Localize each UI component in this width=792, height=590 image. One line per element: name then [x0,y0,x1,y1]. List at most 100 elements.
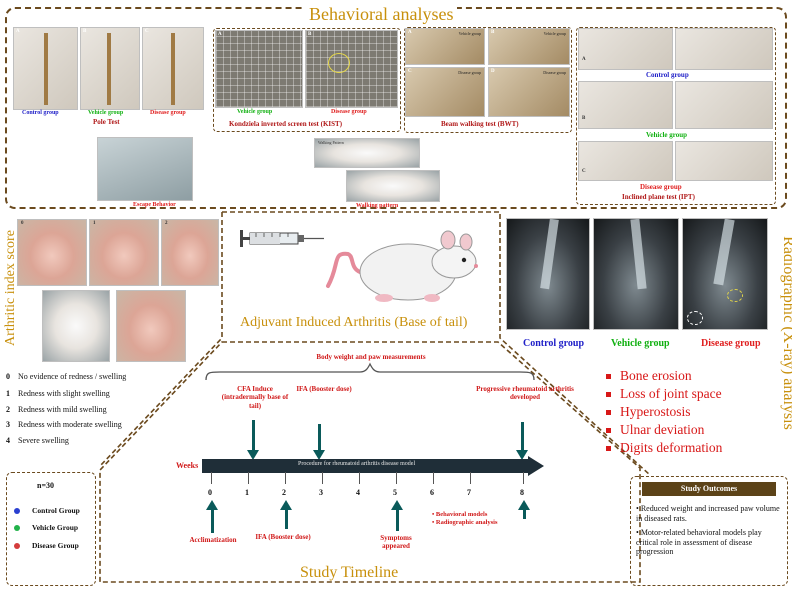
bwt-panel [404,27,572,133]
escape-behavior-caption: Escape Behavior [133,202,176,208]
ipt-vehicle-label: Vehicle group [646,131,688,139]
week-tick: 0 [208,488,212,497]
event-ifa-top: IFA (Booster dose) [296,385,352,393]
kist-photo-a: A [215,30,303,108]
dot-icon [14,543,20,550]
ipt-photo-a1: A [578,28,673,70]
arrow-up-icon [391,500,403,510]
kist-photo-b: B [305,30,398,108]
legend-n: n=30 [37,481,55,490]
kist-vehicle-label: Vehicle group [237,109,273,115]
timeline-title: Study Timeline [300,564,399,581]
xray-finding: Bone erosion [606,368,692,384]
event-cfa-induce: CFA Induce (intradermally base of tail) [221,385,289,410]
arthritic-photo-1: 1 [89,219,159,286]
bracket-label: Body weight and paw measurements [316,353,426,361]
arrow-down-icon [313,450,325,460]
bwt-photo-d: D Disease group [488,67,570,117]
arthritic-photo-0: 0 [17,219,87,286]
week-tick: 8 [520,488,524,497]
pole-test-photo-a: A [13,27,78,110]
radiographic-title: Radiographic (X-ray) analysis [780,236,792,430]
bracket-icon [205,362,535,381]
week-tick: 1 [245,488,249,497]
walking-pattern-photo-2 [346,170,440,202]
xray-control-label: Control group [523,338,585,349]
dot-icon [14,525,20,532]
walking-pattern-photo-1: Walking Pattern [314,138,420,168]
kist-panel [213,28,401,132]
pole-test-photo-c: C [142,27,204,110]
timeline-bar-label: Procedure for rheumatoid arthritis disea… [298,461,416,467]
escape-behavior-photo [97,137,193,201]
ipt-photo-c2 [675,141,773,181]
week-tick: 7 [467,488,471,497]
bwt-photo-b: B Vehicle group [488,28,570,65]
event-symptoms: Symptoms appeared [380,534,412,551]
xray-photo-disease [682,218,768,330]
week-tick: 2 [282,488,286,497]
behavioral-title: Behavioral analyses [305,4,458,25]
legend-panel [6,472,96,586]
outcomes-title: Study Outcomes [642,482,776,496]
event-behavioral-models: • Behavioral models • Radiographic analy… [432,511,498,526]
kist-title: Kondziela inverted screen test (KIST) [229,120,343,128]
ipt-panel [576,27,776,205]
arrow-up-icon [206,500,218,510]
week-tick: 5 [393,488,397,497]
ipt-photo-a2 [675,28,773,70]
week-tick: 4 [356,488,360,497]
arthritic-photo-2: 2 [161,219,219,286]
induction-title: Adjuvant Induced Arthritis (Base of tail… [240,315,468,330]
ipt-photo-b1: B [578,81,673,129]
pole-test-disease-label: Disease group [150,110,186,116]
ipt-photo-b2 [675,81,773,129]
bwt-photo-c: C Disease group [405,67,485,117]
xray-finding: Ulnar deviation [606,422,704,438]
pole-test-control-label: Control group [22,110,59,116]
arrow-down-icon [516,450,528,460]
rat-illustration-icon [326,230,478,302]
pole-test-title: Pole Test [93,118,120,126]
pole-test-photo-b: B [80,27,140,110]
legend-disease: Disease Group [14,541,79,550]
ipt-disease-label: Disease group [640,183,682,191]
arthritic-photo-4 [116,290,186,362]
event-ifa-bottom: IFA (Booster dose) [255,533,311,541]
arrow-up-icon [518,500,530,510]
timeline-bar [202,456,544,476]
ipt-control-label: Control group [646,71,689,79]
bwt-title: Beam walking test (BWT) [441,120,519,128]
ipt-photo-c1: C [578,141,673,181]
outcomes-panel [630,476,788,586]
event-acclimatization: Acclimatization [189,536,237,544]
arrow-down-icon [247,450,259,460]
week-tick: 6 [430,488,434,497]
legend-vehicle: Vehicle Group [14,523,78,532]
kist-disease-label: Disease group [331,109,367,115]
walking-pattern-caption: Walking pattern [356,203,399,209]
outcomes-item: • Motor-related behavioral models play c… [636,528,762,557]
weeks-label: Weeks [176,461,199,470]
week-tick: 3 [319,488,323,497]
event-progressive-ra: Progressive rheumatoid arthritis develop… [476,385,574,402]
arthritic-photo-3 [42,290,110,362]
xray-finding: Digits deformation [606,440,722,456]
xray-vehicle-label: Vehicle group [611,338,670,349]
xray-photo-control [506,218,590,330]
xray-disease-label: Disease group [701,338,761,349]
ipt-title: Inclined plane test (IPT) [622,193,695,201]
xray-photo-vehicle [593,218,679,330]
bwt-photo-a: A Vehicle group [405,28,485,65]
legend-control: Control Group [14,506,80,515]
outcomes-item: • Reduced weight and increased paw volum… [636,504,780,523]
dot-icon [14,508,20,515]
pole-test-vehicle-label: Vehicle group [88,110,124,116]
xray-finding: Loss of joint space [606,386,722,402]
